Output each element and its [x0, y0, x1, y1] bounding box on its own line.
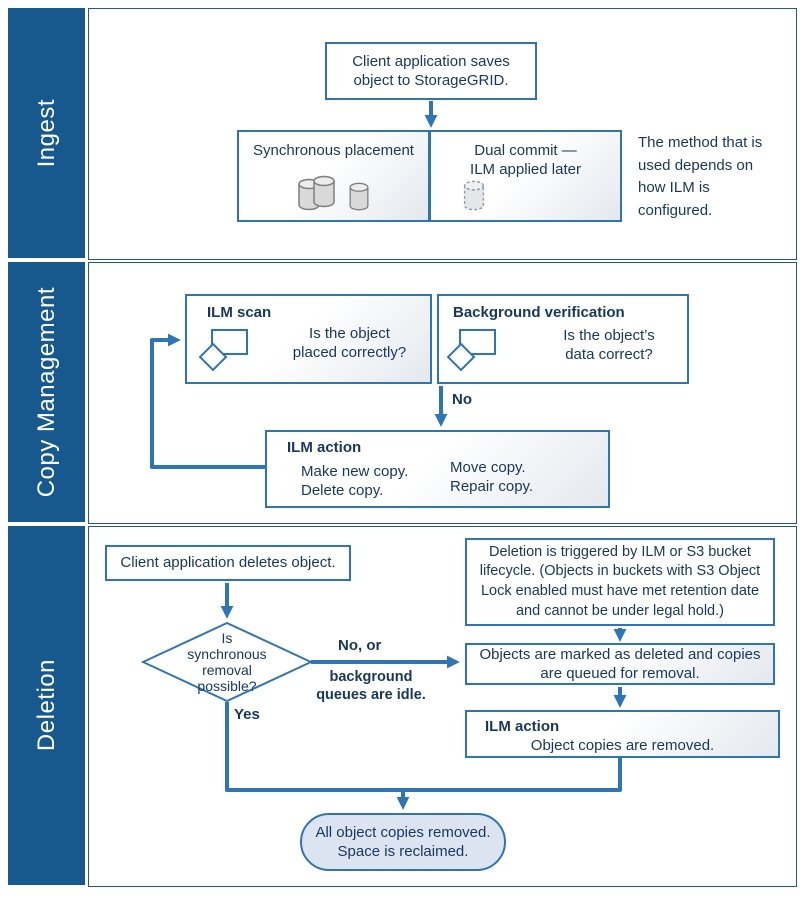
ilm-action-col1: Make new copy. Delete copy.: [301, 463, 409, 500]
final-state-text: All object copies removed. Space is recl…: [315, 823, 491, 860]
background-verification-title: Background verification: [453, 304, 625, 321]
flowchart-decision-icon: [447, 329, 496, 372]
marked-deleted-box: Objects are marked as deleted and copies…: [465, 643, 775, 685]
yes-label: Yes: [234, 706, 260, 723]
client-deletes-box: Client application deletes object.: [105, 545, 351, 581]
ilm-action-title-deletion: ILM action: [485, 718, 560, 735]
band-copy-management: Copy Management: [8, 262, 85, 522]
client-saves-box: Client application saves object to Stora…: [325, 42, 537, 100]
client-saves-text: Client application saves object to Stora…: [352, 52, 510, 89]
ilm-scan-title: ILM scan: [207, 304, 272, 321]
flowchart-decision-icon: [199, 329, 248, 372]
ilm-action-title-copy: ILM action: [287, 439, 362, 456]
band-deletion-label: Deletion: [32, 659, 60, 752]
client-deletes-text: Client application deletes object.: [120, 554, 336, 572]
ilm-action-text-deletion: Object copies are removed.: [530, 737, 715, 754]
background-queues-label: background queues are idle.: [316, 669, 426, 704]
cylinder-icon: [313, 175, 335, 208]
background-verification-box: Background verification Is the object’s …: [437, 294, 689, 384]
background-verification-question: Is the object’s data correct?: [563, 327, 655, 364]
ilm-action-col2: Move copy. Repair copy.: [450, 459, 534, 496]
deletion-trigger-box: Deletion is triggered by ILM or S3 bucke…: [465, 538, 775, 626]
final-state-box: All object copies removed. Space is recl…: [300, 813, 506, 871]
cylinder-icon: [349, 182, 369, 211]
ilm-action-box-deletion: ILM action Object copies are removed.: [465, 710, 780, 758]
decision-diamond: [141, 622, 313, 702]
decision-question: Is synchronous removal possible?: [187, 629, 267, 695]
band-deletion: Deletion: [8, 526, 85, 885]
ilm-scan-question: Is the object placed correctly?: [292, 325, 407, 362]
ilm-action-box-copy: ILM action Make new copy. Delete copy. M…: [265, 430, 610, 508]
deletion-trigger-text: Deletion is triggered by ILM or S3 bucke…: [479, 543, 761, 619]
ilm-scan-box: ILM scan Is the object placed correctly?: [185, 294, 432, 384]
band-ingest: Ingest: [8, 8, 85, 258]
dashed-cylinder-icon: [463, 180, 485, 211]
storage-cylinders: [239, 175, 428, 212]
synchronous-placement-box: Synchronous placement: [237, 130, 430, 222]
method-note: The method that is used depends on how I…: [638, 134, 763, 219]
band-copy-management-label: Copy Management: [32, 286, 60, 498]
marked-deleted-text: Objects are marked as deleted and copies…: [479, 645, 761, 682]
synchronous-placement-label: Synchronous placement: [253, 142, 414, 159]
no-label: No: [452, 391, 472, 408]
dual-commit-box: Dual commit — ILM applied later: [429, 130, 622, 222]
dual-commit-label: Dual commit — ILM applied later: [470, 142, 581, 179]
band-ingest-label: Ingest: [32, 98, 60, 168]
no-or-label: No, or: [338, 637, 382, 654]
